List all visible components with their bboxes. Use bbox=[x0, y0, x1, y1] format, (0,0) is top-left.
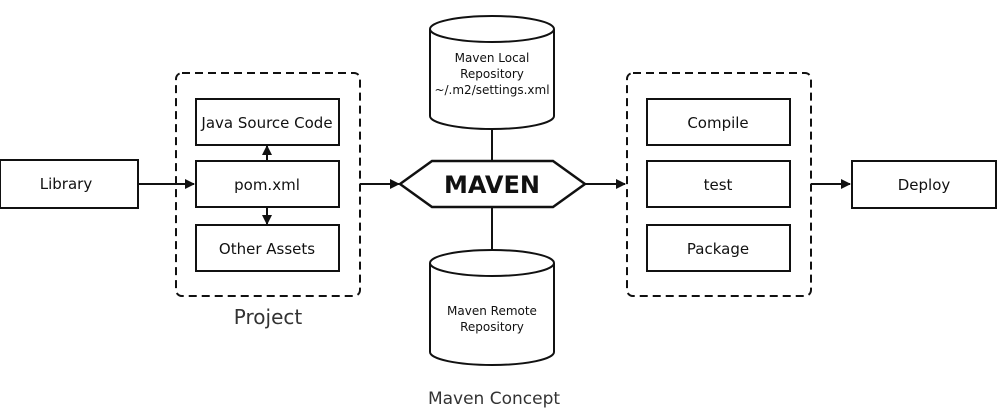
remote-repository-line-1: Maven Remote bbox=[447, 304, 537, 318]
library-node: Library bbox=[0, 159, 139, 209]
project-group: Java Source Code pom.xml Other Assets Pr… bbox=[175, 72, 361, 329]
pom-xml-node: pom.xml bbox=[195, 160, 340, 208]
lifecycle-group: Compile test Package bbox=[626, 72, 812, 297]
other-assets-node: Other Assets bbox=[195, 224, 340, 272]
deploy-node: Deploy bbox=[851, 160, 997, 209]
local-repository-line-1: Maven Local bbox=[455, 51, 530, 65]
local-repository-top bbox=[429, 15, 555, 43]
local-repository-line-3: ~/.m2/settings.xml bbox=[434, 83, 549, 97]
pom-xml-label: pom.xml bbox=[234, 176, 300, 194]
other-assets-label: Other Assets bbox=[219, 240, 315, 258]
deploy-label: Deploy bbox=[898, 176, 951, 194]
project-caption: Project bbox=[234, 305, 303, 329]
test-label: test bbox=[704, 176, 733, 194]
compile-label: Compile bbox=[687, 114, 748, 132]
remote-repository-line-2: Repository bbox=[460, 320, 524, 334]
package-node: Package bbox=[646, 224, 791, 272]
local-repository-node: Maven Local Repository ~/.m2/settings.xm… bbox=[429, 15, 555, 130]
package-label: Package bbox=[687, 240, 749, 258]
test-node: test bbox=[646, 160, 791, 208]
remote-repository-top bbox=[429, 249, 555, 277]
maven-label: MAVEN bbox=[444, 171, 540, 199]
local-repository-line-2: Repository bbox=[460, 67, 524, 81]
maven-node: MAVEN bbox=[397, 159, 588, 209]
remote-repository-body bbox=[429, 263, 555, 366]
remote-repository-node: Maven Remote Repository bbox=[429, 249, 555, 366]
java-source-code-label: Java Source Code bbox=[200, 114, 332, 132]
compile-node: Compile bbox=[646, 98, 791, 146]
library-label: Library bbox=[40, 175, 93, 193]
diagram-caption: Maven Concept bbox=[428, 389, 560, 409]
java-source-code-node: Java Source Code bbox=[195, 98, 340, 146]
